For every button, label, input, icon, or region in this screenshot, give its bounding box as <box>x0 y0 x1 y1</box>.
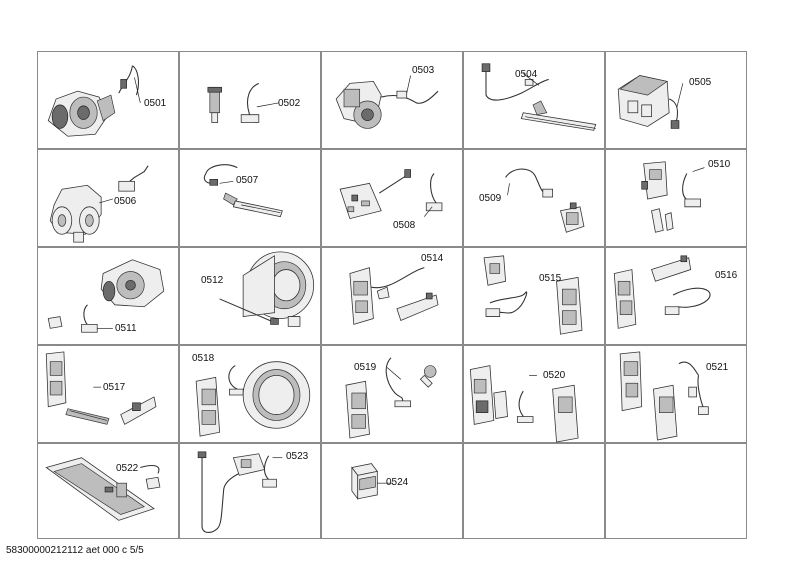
foot-illustration <box>351 463 393 501</box>
part-cell-0523[interactable]: 0523 <box>179 443 321 539</box>
pressure-switch-illustration <box>505 168 585 233</box>
part-number: 0502 <box>278 98 301 109</box>
part-number: 0514 <box>421 253 444 264</box>
part-cell-0518[interactable]: 0518 <box>179 345 321 443</box>
circuit-board-illustration <box>339 169 443 220</box>
part-number: 0523 <box>286 451 309 462</box>
part-cell-0520[interactable]: 0520 <box>463 345 605 443</box>
part-cell-0501[interactable]: 0501 <box>37 51 179 149</box>
part-number: 0519 <box>354 362 377 373</box>
part-number: 0518 <box>192 353 215 364</box>
part-cell-0517[interactable]: 0517 <box>37 345 179 443</box>
door-ring-illustration <box>195 361 311 437</box>
tub-illustration <box>219 251 315 327</box>
part-number: 0508 <box>393 220 416 231</box>
power-module-illustration <box>613 255 711 329</box>
part-number: 0509 <box>479 193 502 204</box>
part-number: 0501 <box>144 98 167 109</box>
electronic-module-illustration <box>469 365 579 443</box>
valve-illustration <box>49 165 149 243</box>
part-number: 0510 <box>708 159 731 170</box>
hose-wire-illustration <box>197 451 283 533</box>
power-module-illustration <box>345 357 437 439</box>
empty-cell <box>463 443 605 539</box>
part-cell-0508[interactable]: 0508 <box>321 149 463 247</box>
part-number: 0503 <box>412 65 435 76</box>
part-cell-0507[interactable]: 0507 <box>179 149 321 247</box>
part-cell-0515[interactable]: 0515 <box>463 247 605 345</box>
sensor-wire-illustration <box>207 82 279 124</box>
part-cell-0504[interactable]: 0504 <box>463 51 605 149</box>
door-lock-illustration <box>641 161 705 233</box>
part-number: 0512 <box>201 275 224 286</box>
power-module-illustration <box>483 255 583 335</box>
part-number: 0515 <box>539 273 562 284</box>
part-number: 0522 <box>116 463 139 474</box>
part-number: 0504 <box>515 69 538 80</box>
part-cell-0509[interactable]: 0509 <box>463 149 605 247</box>
part-number: 0521 <box>706 362 729 373</box>
part-cell-0519[interactable]: 0519 <box>321 345 463 443</box>
part-number: 0524 <box>386 477 409 488</box>
part-number: 0511 <box>115 323 137 334</box>
part-cell-0502[interactable]: 0502 <box>179 51 321 149</box>
empty-cell <box>605 443 747 539</box>
part-cell-0512[interactable]: 0512 <box>179 247 321 345</box>
ntc-sensor-illustration <box>203 164 283 218</box>
part-cell-0522[interactable]: 0522 <box>37 443 179 539</box>
part-number: 0505 <box>689 77 712 88</box>
detergent-drawer-illustration <box>45 457 161 521</box>
part-cell-0505[interactable]: 0505 <box>605 51 747 149</box>
part-number: 0506 <box>114 196 137 207</box>
part-cell-0524[interactable]: 0524 <box>321 443 463 539</box>
parts-grid: 0501 0502 0503 <box>37 51 747 539</box>
heater-illustration <box>481 63 597 131</box>
motor-illustration <box>47 65 141 137</box>
part-cell-0514[interactable]: 0514 <box>321 247 463 345</box>
part-number: 0516 <box>715 270 738 281</box>
part-number: 0517 <box>103 382 126 393</box>
part-cell-0516[interactable]: 0516 <box>605 247 747 345</box>
motor-illustration <box>47 259 165 333</box>
part-cell-0511[interactable]: 0511 <box>37 247 179 345</box>
part-cell-0503[interactable]: 0503 <box>321 51 463 149</box>
part-cell-0506[interactable]: 0506 <box>37 149 179 247</box>
power-module-illustration <box>45 351 157 425</box>
control-module-illustration <box>617 75 684 129</box>
part-cell-0521[interactable]: 0521 <box>605 345 747 443</box>
document-code: 58300000212112 aet 000 c 5/5 <box>6 545 144 556</box>
power-module-illustration <box>619 351 709 441</box>
part-number: 0507 <box>236 175 259 186</box>
power-module-illustration <box>349 267 439 325</box>
drain-pump-illustration <box>335 75 439 129</box>
part-number: 0520 <box>543 370 566 381</box>
part-cell-0510[interactable]: 0510 <box>605 149 747 247</box>
